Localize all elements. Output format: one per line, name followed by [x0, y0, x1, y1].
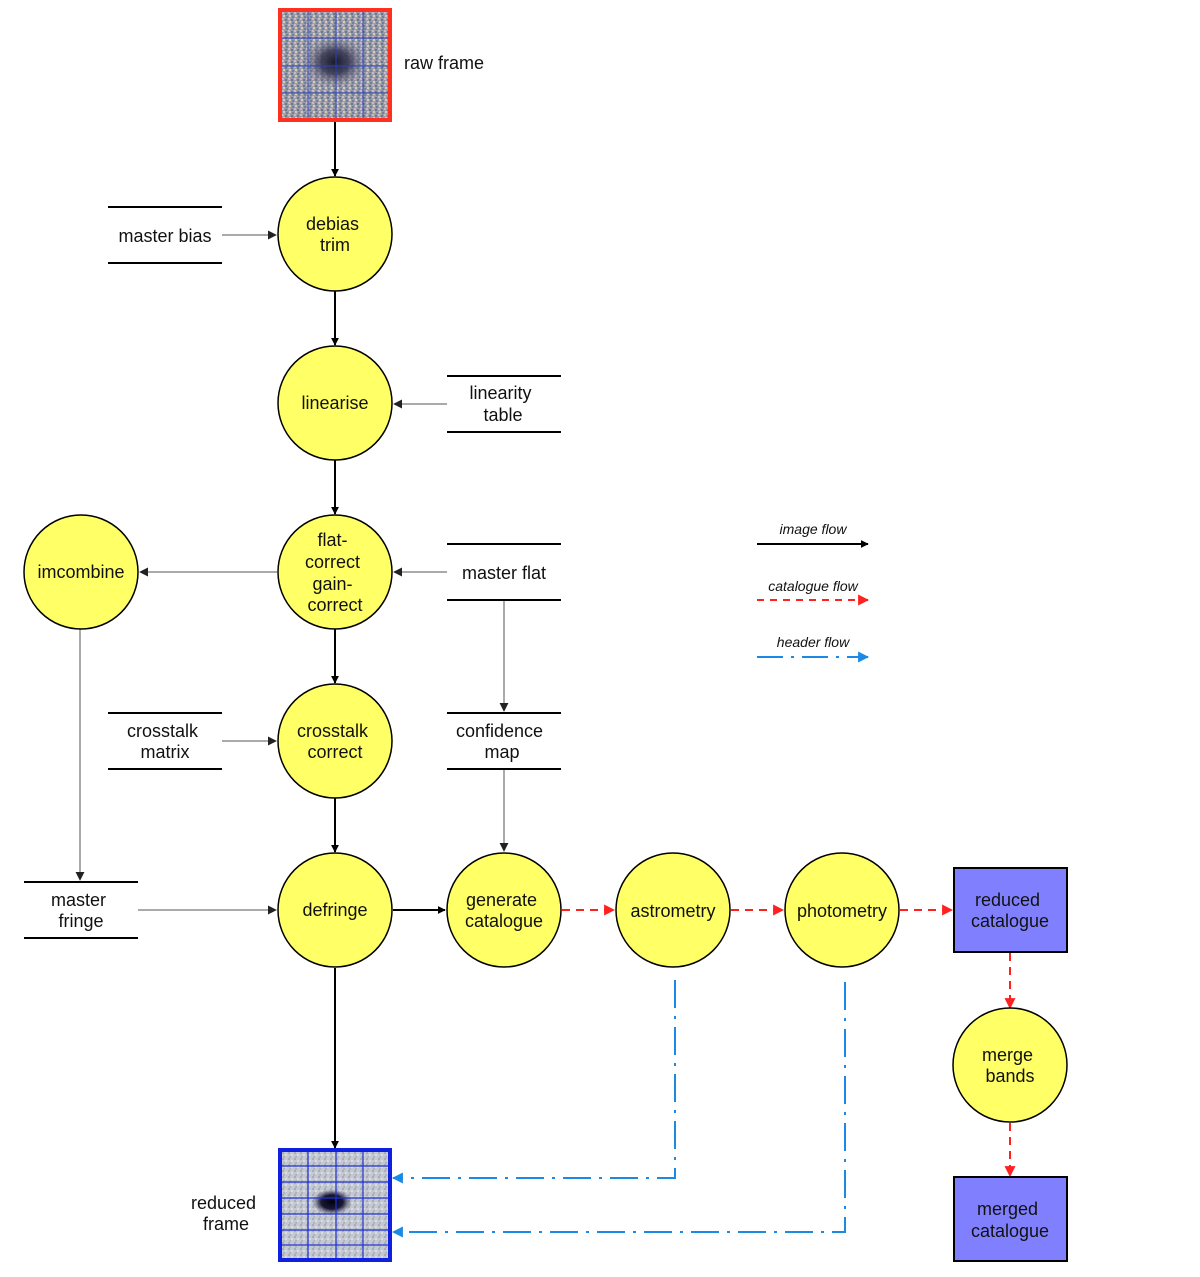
datastore-linearity-line1: linearity	[469, 383, 531, 403]
reduced-catalogue-line1: reduced	[975, 890, 1040, 910]
process-merge-line1: merge	[982, 1045, 1033, 1065]
datastore-master-flat-line1: master flat	[462, 563, 546, 583]
process-crosstalk: crosstalk correct	[277, 683, 393, 799]
merged-catalogue-line1: merged	[977, 1199, 1038, 1219]
process-merge-bands: merge bands	[952, 1007, 1068, 1123]
datastore-crosstalk-line2: matrix	[141, 742, 190, 762]
process-photometry: photometry	[784, 852, 900, 968]
legend-image-flow-label: image flow	[780, 521, 848, 537]
svg-text:crosstalk matrix: crosstalk matrix	[127, 721, 203, 762]
catalogue-flow-arrows	[562, 904, 1016, 1178]
svg-text:debias trim: debias trim	[306, 214, 364, 255]
svg-text:reduced frame: reduced frame	[191, 1193, 261, 1234]
process-defringe-line1: defringe	[302, 900, 367, 920]
raw-frame-label: raw frame	[404, 53, 484, 73]
datastore-fringe-line1: master	[51, 890, 106, 910]
process-imcombine: imcombine	[23, 514, 139, 630]
svg-text:defringe: defringe	[302, 900, 367, 920]
process-astrometry: astrometry	[615, 852, 731, 968]
svg-text:reduced catalogue: reduced catalogue	[971, 890, 1049, 931]
svg-text:crosstalk correct: crosstalk correct	[297, 721, 373, 762]
datastore-master-flat: master flat	[447, 543, 561, 601]
svg-text:flat- correct gain: flat- correct gain- correct	[305, 530, 365, 615]
process-flat-line2: correct	[305, 552, 360, 572]
datastore-confidence-line1: confidence	[456, 721, 543, 741]
header-flow-arrows	[391, 980, 846, 1238]
legend: image flow catalogue flow header flow	[757, 521, 870, 663]
process-debias-line2: trim	[320, 235, 350, 255]
svg-text:photometry: photometry	[797, 901, 887, 921]
datastore-linearity-line2: table	[483, 405, 522, 425]
datastore-master-bias-line1: master bias	[118, 226, 211, 246]
output-merged-catalogue: merged catalogue	[953, 1176, 1068, 1262]
datastore-crosstalk-matrix: crosstalk matrix	[108, 712, 222, 770]
svg-text:master bias: master bias	[118, 226, 211, 246]
process-flat-line1: flat-	[317, 530, 347, 550]
process-flat-line4: correct	[307, 595, 362, 615]
reduced-frame-label-line1: reduced	[191, 1193, 256, 1213]
datastore-linearity-table: linearity table	[447, 375, 561, 433]
process-gencat-line1: generate	[466, 890, 537, 910]
process-flat-line3: gain-	[312, 574, 352, 594]
process-linearise: linearise	[277, 345, 393, 461]
process-crosstalk-line2: correct	[307, 742, 362, 762]
svg-text:linearity table: linearity table	[469, 383, 536, 425]
process-flat-correct: flat- correct gain- correct	[277, 514, 393, 630]
process-generate-catalogue: generate catalogue	[446, 852, 562, 968]
output-reduced-catalogue: reduced catalogue	[953, 867, 1068, 953]
svg-text:linearise: linearise	[301, 393, 368, 413]
datastore-confidence-map: confidence map	[447, 712, 561, 770]
arrow-astrometry-to-reduced-frame	[391, 980, 676, 1184]
svg-text:master fringe: master fringe	[51, 890, 111, 931]
datastore-master-bias: master bias	[108, 206, 222, 264]
merged-catalogue-line2: catalogue	[971, 1221, 1049, 1241]
raw-frame-image	[278, 8, 392, 122]
legend-catalogue-flow-label: catalogue flow	[768, 578, 858, 594]
arrow-photometry-to-reduced-frame	[391, 982, 846, 1238]
process-astrometry-line1: astrometry	[630, 901, 715, 921]
svg-text:generate catalogue: generate catalogue	[465, 890, 543, 931]
svg-text:astrometry: astrometry	[630, 901, 715, 921]
process-merge-line2: bands	[985, 1066, 1034, 1086]
process-debias-line1: debias	[306, 214, 359, 234]
process-photometry-line1: photometry	[797, 901, 887, 921]
legend-header-flow-label: header flow	[777, 634, 850, 650]
process-linearise-line1: linearise	[301, 393, 368, 413]
image-flow-arrows	[331, 122, 446, 1149]
svg-text:confidence map: confidence map	[456, 721, 548, 762]
datastore-fringe-line2: fringe	[58, 911, 103, 931]
process-imcombine-line1: imcombine	[37, 562, 124, 582]
svg-text:imcombine: imcombine	[37, 562, 124, 582]
datastore-confidence-line2: map	[484, 742, 519, 762]
process-defringe: defringe	[277, 852, 393, 968]
input-arrows	[75, 230, 509, 915]
datastore-master-fringe: master fringe	[24, 881, 138, 939]
svg-text:merged catalogue: merged catalogue	[971, 1199, 1049, 1241]
process-debias: debias trim	[277, 176, 393, 292]
process-crosstalk-line1: crosstalk	[297, 721, 369, 741]
datastore-crosstalk-line1: crosstalk	[127, 721, 199, 741]
svg-text:merge bands: merge bands	[982, 1045, 1038, 1086]
reduced-catalogue-line2: catalogue	[971, 911, 1049, 931]
reduced-frame-image	[278, 1148, 392, 1262]
reduced-frame-label-line2: frame	[203, 1214, 249, 1234]
svg-text:master flat: master flat	[462, 563, 546, 583]
process-gencat-line2: catalogue	[465, 911, 543, 931]
